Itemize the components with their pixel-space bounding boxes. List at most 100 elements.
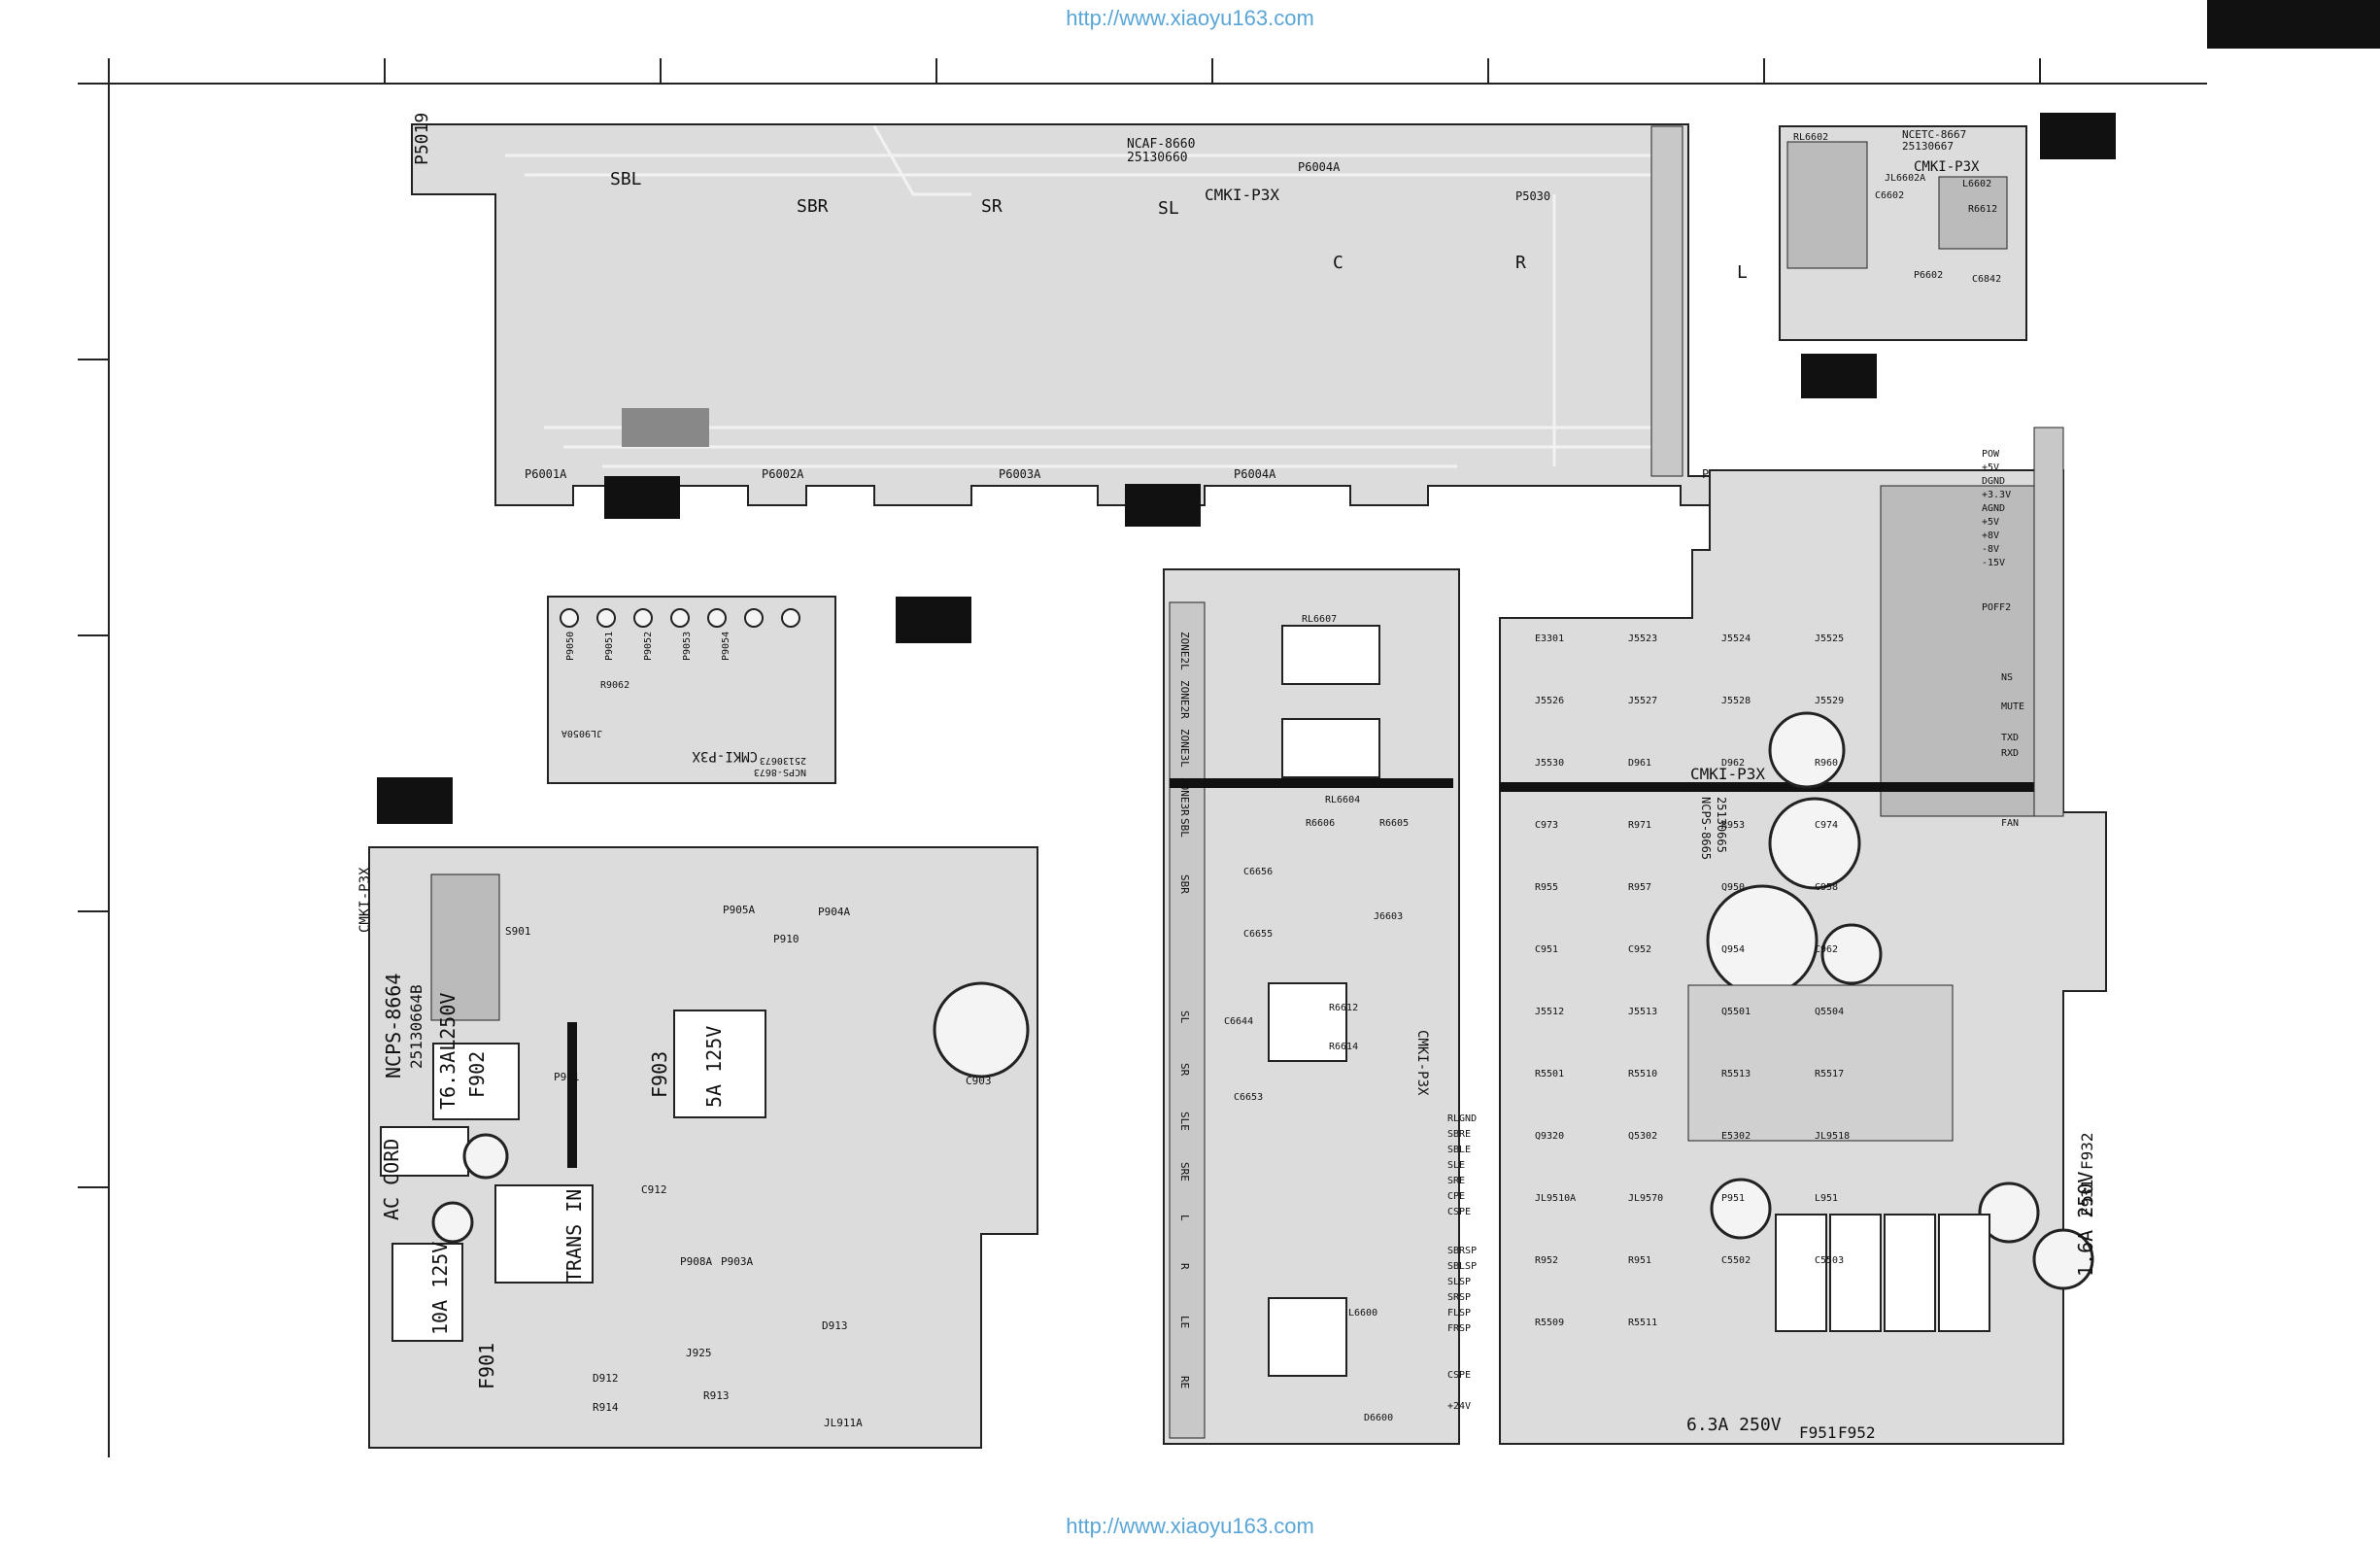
right-part-40: R952 — [1535, 1255, 1558, 1266]
conn-p6004a-a: P6004A — [1298, 160, 1341, 174]
fuse-rating-16a: 1.6A 250V — [2074, 1172, 2097, 1277]
right-part-35: JL9518 — [1815, 1131, 1850, 1142]
zone-zone3l: ZONE3L — [1178, 729, 1191, 768]
small-p6602: P6602 — [1914, 270, 1943, 281]
small-r6612: R6612 — [1968, 204, 1997, 215]
input-board: CMKI-P3X NCPS-8673 25130673 P9050 P9051 … — [547, 596, 836, 784]
block-marker-3 — [896, 597, 971, 643]
right-part-4: J5526 — [1535, 696, 1564, 706]
right-part-18: Q950 — [1721, 882, 1745, 893]
zone-sle: SLE — [1178, 1112, 1191, 1131]
mid-board: CMKI-P3X ZONE2L ZONE2R ZONE3L ZONE3R SBL… — [1163, 568, 1477, 1445]
part-p904a: P904A — [818, 906, 850, 918]
zone-l: L — [1178, 1215, 1191, 1221]
zone-re: RE — [1178, 1376, 1191, 1388]
fuse-f931: F931 — [2078, 1179, 2096, 1216]
page-corner-tab — [2207, 0, 2380, 49]
conn-p6003a: P6003A — [999, 467, 1041, 481]
hdr-5v-b: +5V — [1982, 517, 1999, 528]
hdr-5v-a: +5V — [1982, 462, 1999, 473]
input-serial: 25130673 — [760, 755, 806, 766]
bottom-url[interactable]: http://www.xiaoyu163.com — [1066, 1514, 1314, 1538]
small-c6842: C6842 — [1972, 274, 2001, 285]
mid-d6600: D6600 — [1364, 1413, 1393, 1423]
right-part-45: R5511 — [1628, 1318, 1657, 1328]
mid-rl6604: RL6604 — [1325, 795, 1360, 805]
section-sr: SR — [981, 196, 1003, 217]
mid-rl-rlgnd: RLGND — [1447, 1113, 1477, 1124]
input-jack-p9051: P9051 — [604, 632, 615, 661]
right-part-13: R971 — [1628, 820, 1651, 831]
input-jl9050a: JL9050A — [561, 728, 602, 738]
hdr-poff2: POFF2 — [1982, 602, 2011, 613]
right-part-29: R5510 — [1628, 1069, 1657, 1079]
zone-zone3r: ZONE3R — [1178, 777, 1191, 816]
part-no-top: NCAF-8660 — [1127, 137, 1195, 152]
right-part-3: J5525 — [1815, 634, 1844, 644]
right-part-26: Q5501 — [1721, 1007, 1751, 1017]
hdr-ns: NS — [2001, 672, 2013, 683]
hdr-33v: +3.3V — [1982, 490, 2011, 500]
frame — [78, 58, 2207, 1457]
hdr-mute: MUTE — [2001, 702, 2024, 712]
right-part-41: R951 — [1628, 1255, 1651, 1266]
right-part-7: J5529 — [1815, 696, 1844, 706]
mid-rl-sle: SLE — [1447, 1160, 1465, 1171]
section-r: R — [1515, 253, 1526, 273]
right-header-labels: POW +5V DGND +3.3V AGND +5V +8V -8V -15V… — [1982, 449, 2024, 829]
right-part-43: C5503 — [1815, 1255, 1844, 1266]
small-l6602: L6602 — [1962, 179, 1991, 189]
connector-block-left — [622, 408, 709, 447]
block-marker-5 — [1801, 354, 1877, 398]
small-part-no: NCETC-8667 — [1902, 128, 1966, 141]
hdr-minus8v: -8V — [1982, 544, 1999, 555]
zone-r: R — [1178, 1263, 1191, 1270]
right-part-14: R953 — [1721, 820, 1745, 831]
small-jl6602a: JL6602A — [1885, 173, 1925, 184]
right-part-39: L951 — [1815, 1193, 1838, 1204]
mid-rl-cspe-b: CSPE — [1447, 1370, 1471, 1381]
part-j925: J925 — [686, 1347, 712, 1359]
right-part-1: J5523 — [1628, 634, 1657, 644]
power-board: CMKI-P3X NCPS-8664 25130664B T6.3AL250V … — [357, 846, 1038, 1449]
zone-zone2l: ZONE2L — [1178, 632, 1191, 670]
right-board: CMKI-P3X NCPS-8665 25130665 1.6A 250V 6.… — [1499, 427, 2107, 1445]
mid-rl-srsp: SRSP — [1447, 1292, 1471, 1303]
part-r913: R913 — [703, 1389, 730, 1402]
right-part-37: JL9570 — [1628, 1193, 1663, 1204]
top-url[interactable]: http://www.xiaoyu163.com — [1066, 6, 1314, 30]
mid-r6614: R6614 — [1329, 1042, 1358, 1052]
top-side-l: L — [1737, 262, 1748, 283]
right-cmki: CMKI-P3X — [1690, 765, 1765, 783]
zone-zone2r: ZONE2R — [1178, 680, 1191, 719]
part-c912: C912 — [641, 1183, 667, 1196]
small-serial: 25130667 — [1902, 140, 1954, 153]
hdr-txd: TXD — [2001, 733, 2019, 743]
right-part-2: J5524 — [1721, 634, 1751, 644]
connector-p5019: P5019 — [412, 113, 432, 165]
hdr-rxd: RXD — [2001, 748, 2019, 759]
power-serial: 25130664B — [407, 984, 425, 1069]
zone-sre: SRE — [1178, 1162, 1191, 1181]
mid-rl-sbrsp: SBRSP — [1447, 1246, 1477, 1256]
input-jack-p9054: P9054 — [721, 632, 731, 661]
input-r9062: R9062 — [600, 680, 629, 691]
mid-cmki: CMKI-P3X — [1414, 1030, 1430, 1096]
mid-c6655: C6655 — [1243, 929, 1273, 940]
hdr-8v: +8V — [1982, 531, 1999, 541]
mid-r6612: R6612 — [1329, 1003, 1358, 1013]
right-part-33: Q5302 — [1628, 1131, 1657, 1142]
block-marker-4 — [377, 777, 453, 824]
right-part-10: D962 — [1721, 758, 1745, 769]
section-sbl: SBL — [610, 169, 642, 189]
fuse-rating-63a: 6.3A 250V — [1686, 1415, 1782, 1435]
part-p908a: P908A — [680, 1255, 712, 1268]
cmki-top: CMKI-P3X — [1205, 186, 1279, 204]
right-part-6: J5528 — [1721, 696, 1751, 706]
part-c903: C903 — [966, 1075, 992, 1087]
trans-in-label: TRANS IN — [562, 1189, 586, 1283]
zone-sl: SL — [1178, 1010, 1191, 1024]
mid-r6605: R6605 — [1379, 818, 1409, 829]
right-part-27: Q5504 — [1815, 1007, 1844, 1017]
